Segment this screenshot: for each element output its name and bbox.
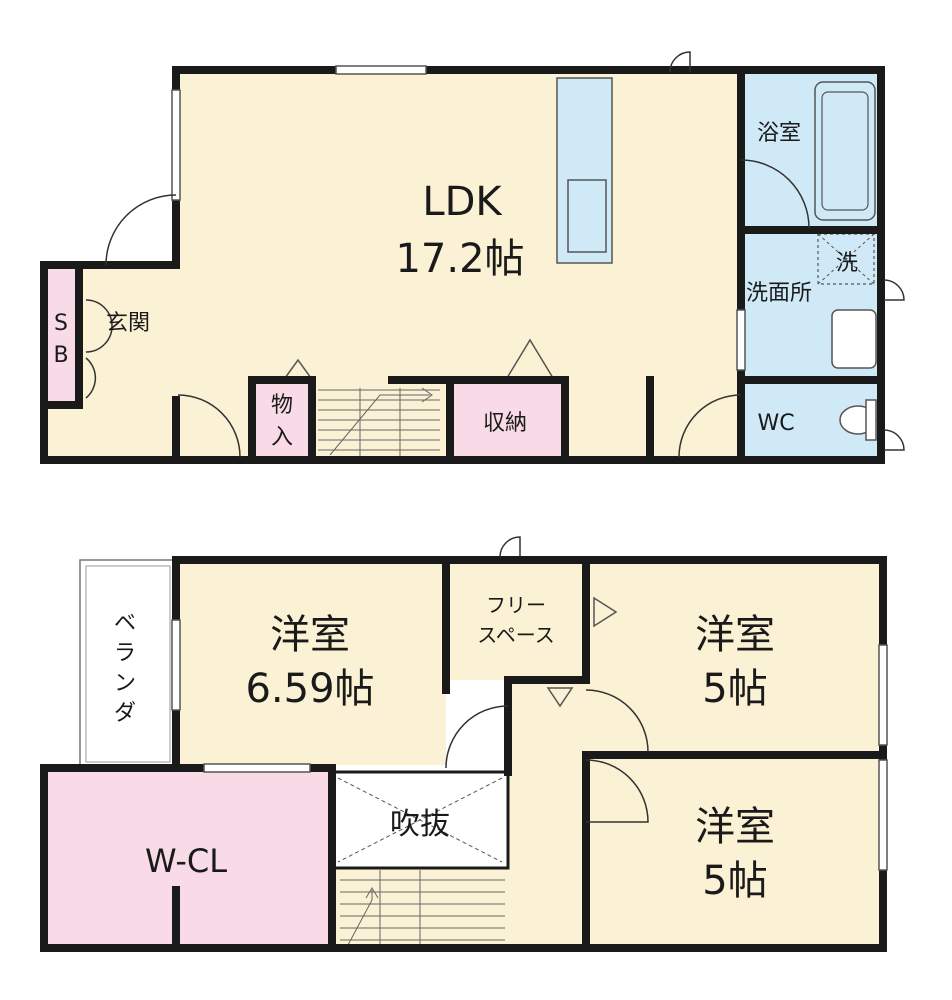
shoebox-label-2: B [53,343,68,368]
bath-label: 浴室 [757,121,801,146]
stairs-floor1 [318,387,440,458]
wall-storage [446,376,569,464]
wcl-area [44,768,332,948]
void-border [330,770,510,870]
ldk-size: 17.2帖 [395,236,524,282]
kitchen-sink [567,179,607,253]
void-label: 吹抜 [390,807,450,842]
window-wcl [203,763,311,773]
floor-1: LDK 17.2帖 浴室 洗面所 洗 WC 玄関 S B 物 入 収納 [40,51,905,464]
veranda-char-4: ダ [114,701,136,726]
veranda-inner [85,565,171,763]
veranda-char-3: ン [114,671,136,696]
wall-sb [40,261,83,409]
door-arc [669,51,691,73]
room1-size: 6.59帖 [245,666,374,712]
window-room1 [171,619,181,711]
room3-name: 洋室 [695,804,775,850]
wc-label: WC [757,411,794,436]
washer-diag-2 [817,233,875,285]
storage-label: 収納 [483,411,527,436]
veranda-char-2: ラ [114,641,136,666]
bathtub-inner [821,91,869,211]
ldk-name: LDK [422,179,503,225]
door-arc [85,299,113,353]
window-ldk-left [171,89,181,201]
washroom-label: 洗面所 [746,281,812,306]
storage-small-area [252,380,312,458]
arrow-marker [546,687,574,708]
void-diag-2 [337,777,503,863]
wcl-label: W-CL [145,842,227,880]
shoebox-area [44,265,79,405]
storage-area [450,380,565,458]
door-arc [85,357,97,399]
arrow-marker [593,596,618,628]
room3-area [586,755,883,948]
window-room3 [878,759,888,871]
window-ldk-top [335,65,427,75]
room2-size: 5帖 [702,666,767,712]
shoebox-label-1: S [54,311,68,336]
door-arc [883,279,905,301]
door-arc [740,159,810,229]
washer-box [817,233,875,285]
floor-2: 洋室 6.59帖 洋室 5帖 洋室 5帖 フリー スペース ベ ラ ン ダ W-… [40,536,888,952]
free-space-area [446,560,586,680]
window-wash [736,309,746,371]
room2-area [586,560,883,755]
door-arc [445,705,509,769]
room3-size: 5帖 [702,858,767,904]
door-arc [678,394,742,458]
wash-basin [831,309,877,369]
room1-name: 洋室 [270,612,350,658]
toilet-tank [865,399,877,441]
door-arc [105,194,177,266]
storage-small-label-1: 物 [271,393,293,418]
hall-area [508,680,586,948]
door-arc [585,689,649,753]
room1-area [176,560,446,765]
storage-small-label-2: 入 [271,425,293,450]
veranda-char-1: ベ [114,611,136,636]
veranda-area [79,559,177,769]
door-arc [499,536,521,558]
free-space-label-1: フリー [486,593,546,617]
stairs-floor2 [340,870,505,946]
door-arc [585,759,649,823]
wall-hall-top [504,556,590,776]
door-arc [883,429,905,451]
wall-storage-small [248,376,316,464]
free-space-label-2: スペース [477,623,555,647]
door-arc [177,394,241,458]
bathtub [814,81,876,221]
washer-label: 洗 [836,251,858,276]
window-room2 [878,644,888,746]
entrance-label: 玄関 [106,311,150,336]
room2-name: 洋室 [695,612,775,658]
